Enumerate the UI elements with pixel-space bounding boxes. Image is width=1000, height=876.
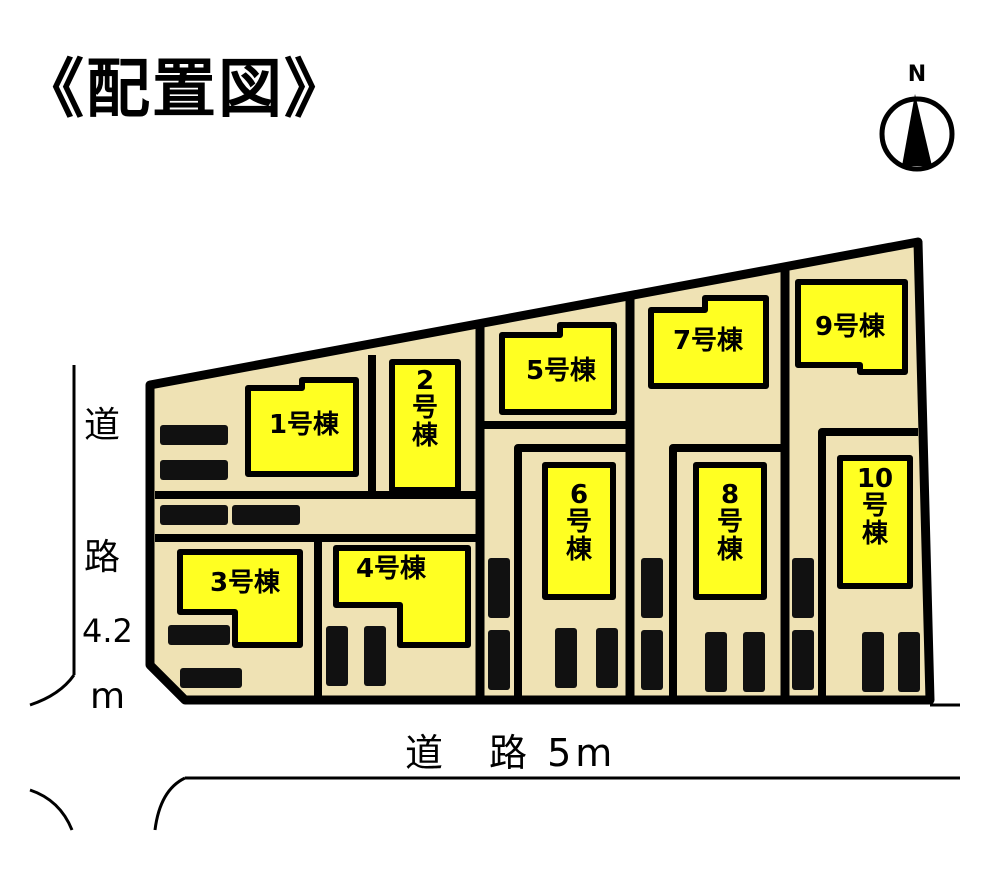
north-label: N [907, 62, 927, 87]
building-7 [648, 295, 769, 389]
west-road-unit: m [90, 676, 126, 717]
road-lines [29, 365, 960, 831]
north-arrow: N [872, 62, 962, 172]
building-8 [693, 462, 767, 600]
building-3 [177, 549, 303, 648]
building-1 [245, 377, 359, 477]
building-1-label: 1号棟 [268, 410, 340, 440]
building-4 [333, 545, 471, 648]
building-8-label: 8 号 棟 [716, 480, 743, 565]
building-9-label: 9号棟 [814, 312, 886, 342]
building-6 [542, 462, 616, 600]
building-5 [499, 322, 617, 415]
south-road-label: 道 路 5m [405, 731, 617, 775]
building-3-label: 3号棟 [209, 568, 281, 598]
building-6-label: 6 号 棟 [565, 480, 592, 565]
west-road-label-2: 路 [84, 537, 121, 578]
building-5-label: 5号棟 [525, 356, 597, 386]
west-road-label-1: 道 [84, 405, 121, 446]
page-title: 《配置図》 [20, 53, 350, 127]
west-road-width: 4.2 [82, 612, 133, 650]
building-2-label: 2 号 棟 [411, 366, 438, 451]
building-10 [837, 455, 913, 589]
building-4-label: 4号棟 [355, 554, 427, 584]
building-10-label: 10 号 棟 [856, 464, 894, 549]
compass-icon [879, 94, 955, 172]
building-2 [389, 359, 461, 493]
building-9 [795, 279, 908, 375]
parking-spaces [160, 425, 920, 692]
building-7-label: 7号棟 [672, 326, 744, 356]
